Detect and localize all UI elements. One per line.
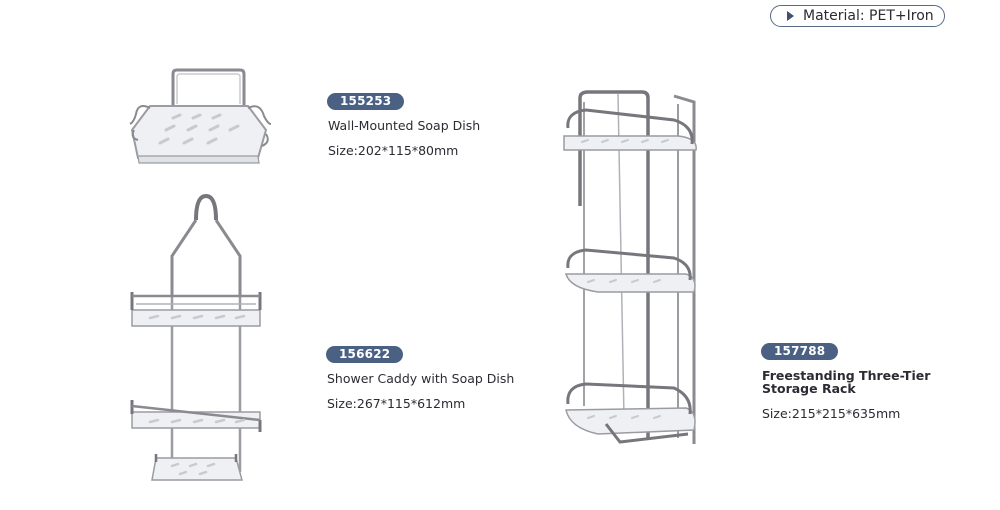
product-size: Size:267*115*612mm xyxy=(327,396,466,411)
product-name-line: Freestanding Three-Tier xyxy=(762,368,931,383)
product-name-line: Wall-Mounted Soap Dish xyxy=(328,118,481,133)
product-size: Size:202*115*80mm xyxy=(328,143,459,158)
material-label: Material: PET+Iron xyxy=(770,5,945,27)
product-name-line: Storage Rack xyxy=(762,381,856,396)
product-name: Wall-Mounted Soap Dish xyxy=(328,119,480,132)
soap-dish-image xyxy=(129,68,272,164)
product-name: Shower Caddy with Soap Dish xyxy=(327,372,514,385)
shower-caddy-image xyxy=(130,193,262,481)
rack-shelf-2 xyxy=(565,248,696,293)
rack-shelf-3 xyxy=(565,382,696,444)
rack-shelf-1 xyxy=(563,108,697,151)
product-size: Size:215*215*635mm xyxy=(762,406,901,421)
caddy-shelf-2 xyxy=(130,400,262,432)
product-code-badge: 157788 xyxy=(761,343,839,360)
product-name: Freestanding Three-Tier Storage Rack xyxy=(762,369,930,395)
material-text: Material: PET+Iron xyxy=(803,8,934,24)
product-code-badge: 156622 xyxy=(326,346,404,363)
three-tier-rack-image xyxy=(563,90,697,444)
product-name-line: Shower Caddy with Soap Dish xyxy=(327,371,515,386)
triangle-right-icon xyxy=(787,11,794,21)
product-code-badge: 155253 xyxy=(327,93,405,110)
caddy-soap-dish xyxy=(151,454,243,481)
caddy-shelf-1 xyxy=(130,292,262,327)
